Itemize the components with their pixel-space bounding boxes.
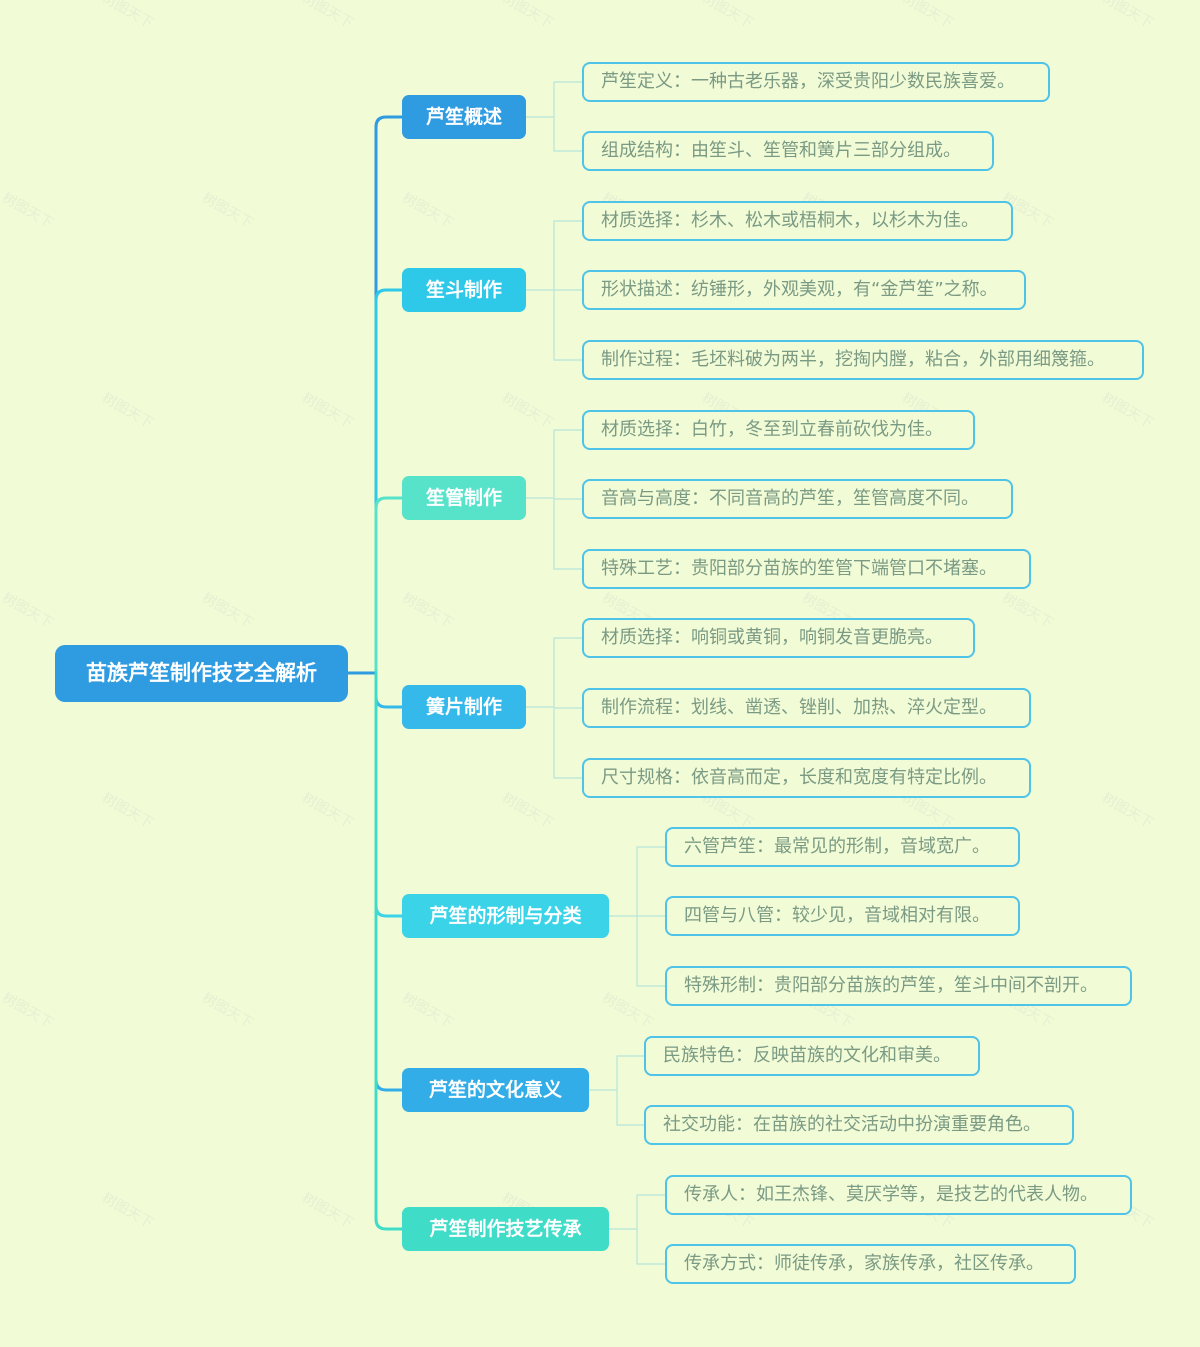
- branch-connector: [374, 671, 404, 709]
- leaf-node[interactable]: 材质选择：杉木、松木或梧桐木，以杉木为佳。: [582, 201, 1013, 241]
- branch-connector: [374, 671, 404, 1231]
- leaf-node[interactable]: 传承人：如王杰锋、莫厌学等，是技艺的代表人物。: [665, 1175, 1132, 1215]
- branch-connector: [374, 671, 404, 918]
- branch-node[interactable]: 芦笙的形制与分类: [402, 894, 609, 938]
- branch-connector: [374, 496, 404, 675]
- branch-connector: [374, 288, 404, 675]
- leaf-node[interactable]: 制作过程：毛坯料破为两半，挖掏内膛，粘合，外部用细篾箍。: [582, 340, 1144, 380]
- branch-node[interactable]: 芦笙制作技艺传承: [402, 1207, 609, 1251]
- leaf-node[interactable]: 民族特色：反映苗族的文化和审美。: [644, 1036, 980, 1076]
- leaf-node[interactable]: 芦笙定义：一种古老乐器，深受贵阳少数民族喜爱。: [582, 62, 1050, 102]
- leaf-node[interactable]: 特殊形制：贵阳部分苗族的芦笙，笙斗中间不剖开。: [665, 966, 1132, 1006]
- leaf-node[interactable]: 传承方式：师徒传承，家族传承，社区传承。: [665, 1244, 1076, 1284]
- leaf-node[interactable]: 特殊工艺：贵阳部分苗族的笙管下端管口不堵塞。: [582, 549, 1031, 589]
- branch-connector: [374, 115, 404, 675]
- branch-connector: [374, 671, 404, 1092]
- leaf-node[interactable]: 尺寸规格：依音高而定，长度和宽度有特定比例。: [582, 758, 1031, 798]
- branch-node[interactable]: 簧片制作: [402, 685, 526, 729]
- root-node[interactable]: 苗族芦笙制作技艺全解析: [55, 645, 348, 702]
- leaf-node[interactable]: 制作流程：划线、凿透、锉削、加热、淬火定型。: [582, 688, 1031, 728]
- leaf-node[interactable]: 音高与高度：不同音高的芦笙，笙管高度不同。: [582, 479, 1013, 519]
- leaf-node[interactable]: 形状描述：纺锤形，外观美观，有“金芦笙”之称。: [582, 270, 1026, 310]
- leaf-node[interactable]: 组成结构：由笙斗、笙管和簧片三部分组成。: [582, 131, 994, 171]
- branch-node[interactable]: 芦笙的文化意义: [402, 1068, 589, 1112]
- leaf-node[interactable]: 四管与八管：较少见，音域相对有限。: [665, 896, 1020, 936]
- branch-node[interactable]: 芦笙概述: [402, 95, 526, 139]
- leaf-node[interactable]: 社交功能：在苗族的社交活动中扮演重要角色。: [644, 1105, 1074, 1145]
- leaf-node[interactable]: 六管芦笙：最常见的形制，音域宽广。: [665, 827, 1020, 867]
- branch-node[interactable]: 笙斗制作: [402, 268, 526, 312]
- leaf-node[interactable]: 材质选择：响铜或黄铜，响铜发音更脆亮。: [582, 618, 975, 658]
- branch-node[interactable]: 笙管制作: [402, 476, 526, 520]
- leaf-node[interactable]: 材质选择：白竹，冬至到立春前砍伐为佳。: [582, 410, 975, 450]
